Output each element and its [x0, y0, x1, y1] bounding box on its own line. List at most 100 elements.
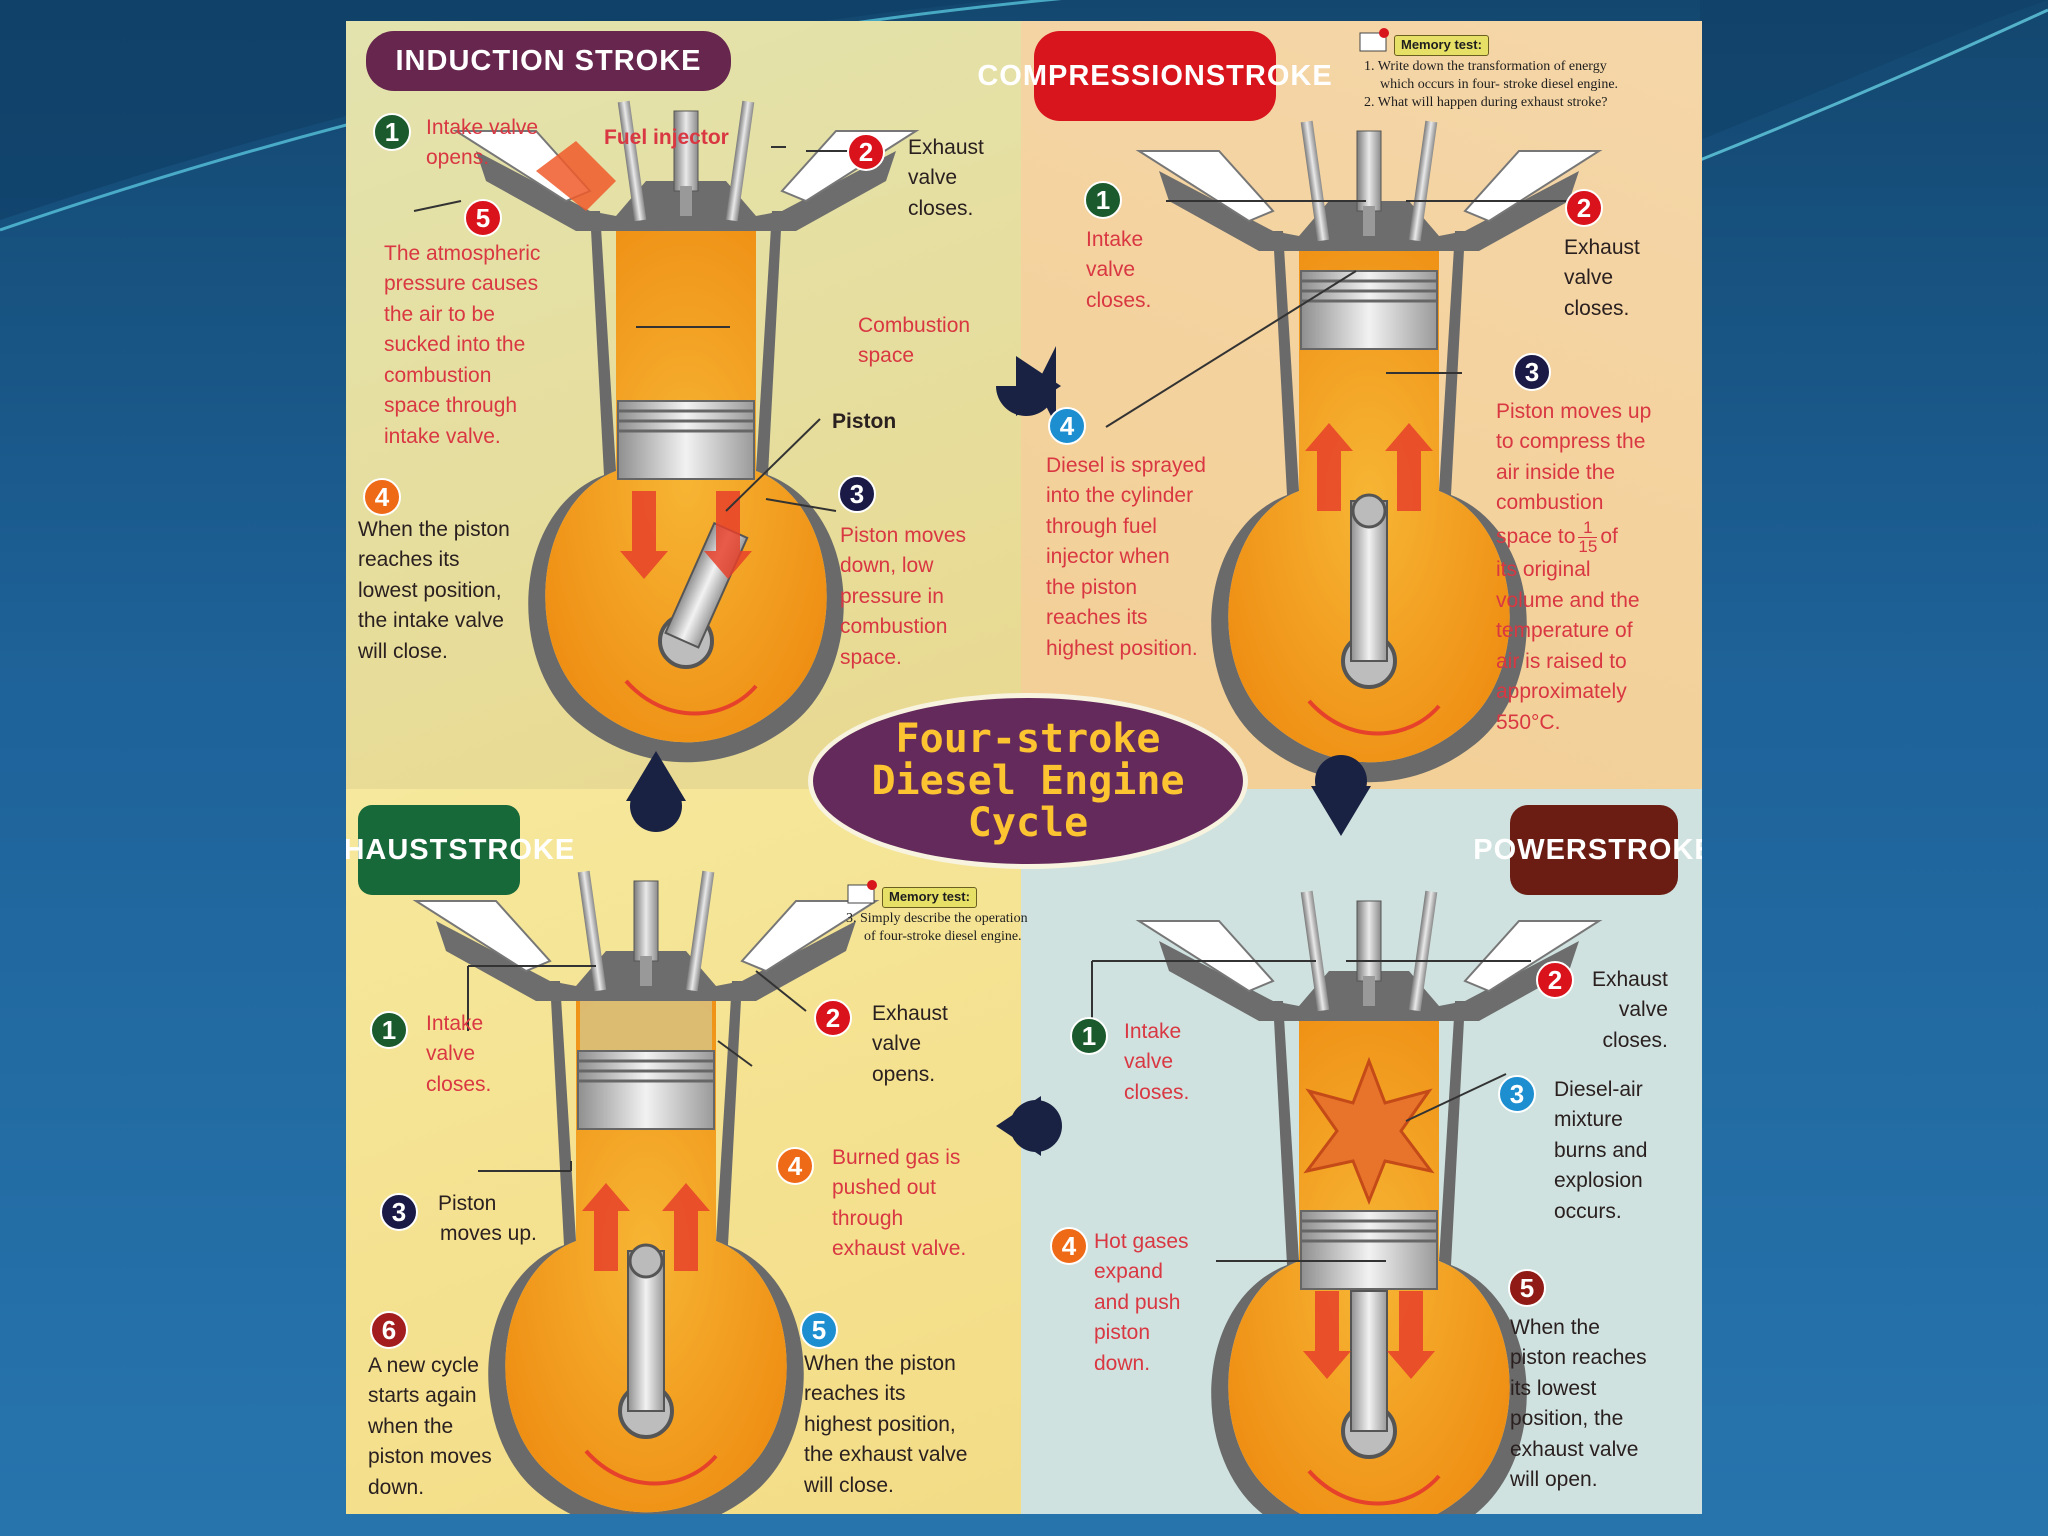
induction-badge-2: 2 — [847, 133, 885, 171]
center-title-oval: Four-stroke Diesel Engine Cycle — [808, 693, 1248, 869]
callout-line: Exhaust — [1564, 236, 1640, 259]
callout-line: position, the — [1510, 1407, 1624, 1431]
callout-line: through fuel — [1046, 514, 1157, 538]
callout-line: Intake valve — [426, 116, 539, 139]
compression-badge-2: 2 — [1565, 189, 1603, 227]
power-badge-3: 3 — [1498, 1075, 1536, 1113]
callout-line: will close. — [804, 1473, 894, 1497]
power-callout-hot-gases: Hot gases expand and push piston down. — [1094, 1227, 1189, 1379]
callout-line: 550°C. — [1496, 710, 1561, 734]
callout-line: highest position. — [1046, 636, 1198, 660]
callout-line: Intake — [1086, 228, 1144, 251]
memory-test-items: 1. Write down the transformation of ener… — [1358, 58, 1698, 113]
engine-drawings — [413, 98, 1601, 1514]
callout-line: Piston — [438, 1192, 497, 1215]
callout-line: will close. — [358, 639, 448, 663]
callout-line: Combustion — [858, 314, 971, 337]
callout-line: piston reaches — [1510, 1346, 1647, 1370]
callout-line: piston — [1094, 1321, 1151, 1345]
title-line: POWER — [1473, 833, 1588, 866]
callout-line: combustion — [840, 615, 948, 639]
memory-test-tag: Memory test: — [1394, 35, 1489, 56]
callout-line: pressure causes — [384, 272, 539, 296]
induction-badge-4: 4 — [363, 478, 401, 516]
callout-line: occurs. — [1554, 1199, 1622, 1223]
callout-line: closes. — [1086, 288, 1152, 312]
cycle-arrow-right — [996, 346, 1061, 426]
exhaust-badge-3: 3 — [380, 1193, 418, 1231]
callout-line: When the piston — [804, 1352, 956, 1375]
callout-line: down. — [1094, 1351, 1151, 1375]
induction-callout-atmospheric: The atmospheric pressure causes the air … — [384, 239, 540, 452]
power-badge-2: 2 — [1536, 961, 1574, 999]
induction-callout-exhaust-valve: Exhaust valve closes. — [908, 133, 984, 224]
induction-callout-piston: Piston — [832, 410, 897, 433]
compression-callout-intake-valve: Intake valve closes. — [1086, 225, 1151, 316]
fraction-denominator: 15 — [1578, 536, 1598, 556]
callout-line: combustion — [384, 363, 492, 387]
callout-line: space through — [384, 394, 518, 418]
exhaust-callout-new-cycle: A new cycle starts again when the piston… — [368, 1351, 492, 1503]
exhaust-callout-intake-valve: Intake valve closes. — [426, 1009, 491, 1100]
callout-line: Hot gases — [1094, 1230, 1189, 1253]
callout-line: down, low — [840, 554, 934, 578]
callout-line: exhaust valve — [1510, 1437, 1639, 1461]
callout-line: air is raised to — [1496, 649, 1627, 673]
compression-stroke-title: COMPRESSION STROKE — [977, 31, 1332, 121]
exhaust-badge-1: 1 — [370, 1011, 408, 1049]
compression-badge-3: 3 — [1513, 353, 1551, 391]
callout-text: space to — [1496, 524, 1576, 548]
power-callout-exhaust-valve: Exhaust valve closes. — [1592, 965, 1668, 1056]
callout-line: Exhaust — [908, 136, 984, 159]
callout-line: closes. — [1124, 1080, 1190, 1104]
callout-line: reaches its — [358, 548, 460, 572]
callout-line: the piston — [1046, 575, 1138, 599]
callout-line: highest position, — [804, 1412, 956, 1436]
power-badge-4: 4 — [1050, 1227, 1088, 1265]
power-callout-lowest-position: When the piston reaches its lowest posit… — [1510, 1313, 1647, 1496]
callout-line: explosion — [1554, 1169, 1643, 1193]
callout-line: valve — [426, 1042, 476, 1066]
callout-line: the intake valve — [358, 609, 504, 633]
callout-line: temperature of — [1496, 619, 1633, 643]
callout-line: exhaust valve. — [832, 1237, 967, 1261]
power-badge-1: 1 — [1070, 1017, 1108, 1055]
callout-line: approximately — [1496, 680, 1627, 704]
callout-text: of — [1600, 524, 1618, 548]
callout-line: into the cylinder — [1046, 484, 1194, 508]
callout-line: valve — [1124, 1050, 1174, 1074]
induction-badge-1: 1 — [373, 113, 411, 151]
memo-line: 3. Simply describe the operation — [846, 910, 1028, 926]
callout-line: its original — [1496, 558, 1591, 582]
memo-notebook-icon — [1359, 28, 1389, 52]
callout-line: air inside the — [1496, 460, 1616, 484]
callout-line: The atmospheric — [384, 242, 541, 265]
induction-callout-piston-moves-down: Piston moves down, low pressure in combu… — [840, 521, 966, 673]
callout-line: pushed out — [832, 1176, 936, 1200]
exhaust-badge-2: 2 — [814, 999, 852, 1037]
memory-test-items: 3. Simply describe the operation of four… — [846, 910, 1106, 946]
induction-badge-5: 5 — [464, 199, 502, 237]
callout-line: the exhaust valve — [804, 1443, 968, 1467]
callout-line: closes. — [908, 196, 974, 220]
power-callout-diesel-air-burns: Diesel-air mixture burns and explosion o… — [1554, 1075, 1647, 1227]
callout-line: Diesel is sprayed — [1046, 454, 1206, 477]
title-line: STROKE — [1587, 833, 1702, 866]
callout-line: burns and — [1554, 1138, 1648, 1162]
memo-line: 2. What will happen during exhaust strok… — [1364, 95, 1608, 111]
compression-callout-piston-moves-up: Piston moves up to compress the air insi… — [1496, 397, 1651, 738]
center-title-line: Four-stroke — [895, 716, 1161, 762]
callout-line: reaches its — [804, 1382, 906, 1406]
callout-line: Exhaust — [1592, 968, 1668, 991]
callout-line: closes. — [1564, 296, 1630, 320]
callout-line: Exhaust — [872, 1002, 948, 1025]
callout-line: reaches its — [1046, 606, 1148, 630]
callout-line: lowest position, — [358, 578, 502, 602]
induction-callout-intake-valve: Intake valve opens. — [426, 113, 538, 174]
callout-line: space — [858, 344, 915, 368]
callout-line: sucked into the — [384, 333, 526, 357]
callout-line: its lowest — [1510, 1376, 1597, 1400]
callout-line: opens. — [426, 146, 490, 170]
callout-line: Piston moves — [840, 524, 967, 547]
memory-test-box: Memory test: 3. Simply describe the oper… — [846, 880, 1106, 946]
